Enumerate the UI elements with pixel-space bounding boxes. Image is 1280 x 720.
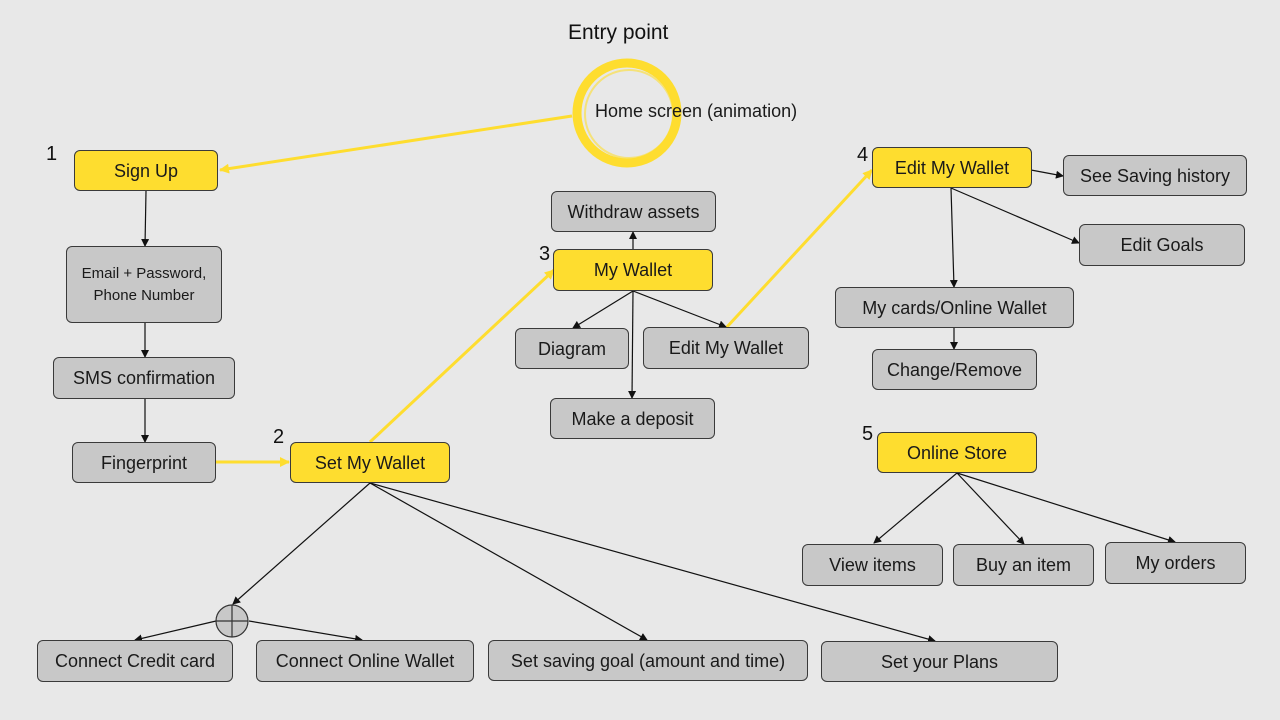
node-diagram: Diagram — [515, 328, 629, 369]
node-buy-an-item: Buy an item — [953, 544, 1094, 586]
node-set-your-plans: Set your Plans — [821, 641, 1058, 682]
step-number-5: 5 — [862, 423, 874, 445]
node-edit-goals: Edit Goals — [1079, 224, 1245, 266]
node-edit-my-wallet: Edit My Wallet — [872, 147, 1032, 188]
node-change-remove: Change/Remove — [872, 349, 1037, 390]
node-my-cards-online-wallet: My cards/Online Wallet — [835, 287, 1074, 328]
node-my-orders: My orders — [1105, 542, 1246, 584]
node-connect-online-wallet: Connect Online Wallet — [256, 640, 474, 682]
step-number-2: 2 — [273, 426, 285, 448]
node-sms-confirmation: SMS confirmation — [53, 357, 235, 399]
editwallet-to-editmywallet-arrow — [724, 168, 874, 330]
node-online-store: Online Store — [877, 432, 1037, 473]
home-ring — [572, 58, 682, 168]
node-fingerprint: Fingerprint — [72, 442, 216, 483]
node-withdraw-assets: Withdraw assets — [551, 191, 716, 232]
node-see-saving-history: See Saving history — [1063, 155, 1247, 196]
setwallet-to-mywallet-arrow — [368, 268, 556, 444]
home-screen-label: Home screen (animation) — [595, 101, 798, 121]
home-to-signup-arrow — [219, 114, 573, 174]
step-number-3: 3 — [539, 243, 551, 265]
node-set-saving-goal: Set saving goal (amount and time) — [488, 640, 808, 681]
node-make-a-deposit: Make a deposit — [550, 398, 715, 439]
or-junction-icon — [215, 604, 249, 638]
step-number-4: 4 — [857, 144, 869, 166]
diagram-title: Entry point — [568, 21, 669, 44]
node-edit-my-wallet-gray: Edit My Wallet — [643, 327, 809, 369]
step-number-1: 1 — [46, 143, 58, 165]
node-sign-up: Sign Up — [74, 150, 218, 191]
node-connect-credit-card: Connect Credit card — [37, 640, 233, 682]
node-view-items: View items — [802, 544, 943, 586]
node-my-wallet: My Wallet — [553, 249, 713, 291]
node-email-password: Email + Password, Phone Number — [66, 246, 222, 323]
node-set-my-wallet: Set My Wallet — [290, 442, 450, 483]
